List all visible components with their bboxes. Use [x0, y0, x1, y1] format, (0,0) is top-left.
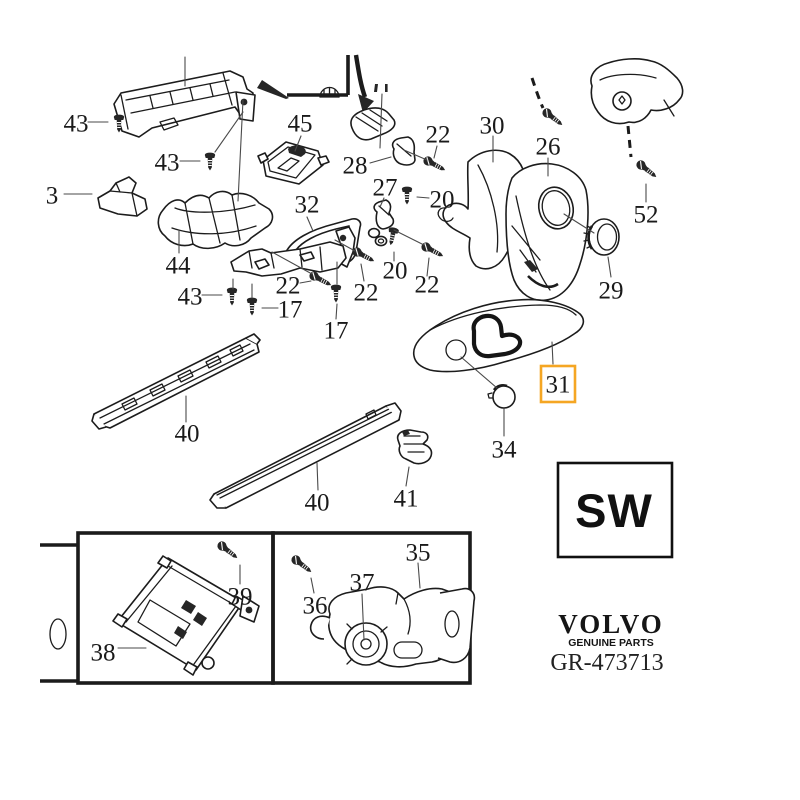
- callout-29[interactable]: 29: [599, 278, 624, 305]
- bolt-17-a: [246, 297, 258, 316]
- rail-40-a: [91, 333, 261, 430]
- leader-35: [417, 562, 421, 589]
- callout-17-a[interactable]: 17: [278, 297, 303, 324]
- callout-43-b[interactable]: 43: [155, 150, 180, 177]
- leader-37: [361, 593, 365, 641]
- callout-3[interactable]: 3: [46, 183, 59, 210]
- callout-22-b[interactable]: 22: [276, 273, 301, 300]
- callout-22-d[interactable]: 22: [354, 280, 379, 307]
- callout-45[interactable]: 45: [288, 111, 313, 138]
- callout-40-b[interactable]: 40: [305, 490, 330, 517]
- callout-32[interactable]: 32: [295, 192, 320, 219]
- assembly-axis-52: [626, 125, 633, 158]
- callout-31[interactable]: 31: [546, 372, 571, 399]
- part-44: [157, 190, 274, 250]
- leader-lines: [63, 56, 647, 491]
- callout-43-c[interactable]: 43: [178, 284, 203, 311]
- highlight-box-31[interactable]: [539, 364, 577, 404]
- screw-39: [214, 538, 241, 563]
- callout-30[interactable]: 30: [480, 113, 505, 140]
- brand-block: VOLVO GENUINE PARTS GR-473713: [550, 609, 663, 676]
- screw-36: [288, 552, 315, 577]
- part-34: [487, 383, 516, 409]
- drawing-number: GR-473713: [550, 650, 663, 676]
- inset-box-partial-left: [40, 543, 78, 683]
- part-35: [309, 586, 476, 668]
- callout-39[interactable]: 39: [228, 584, 253, 611]
- callout-41[interactable]: 41: [394, 486, 419, 513]
- screw-icon: [319, 86, 340, 98]
- callout-38[interactable]: 38: [91, 640, 116, 667]
- inset-arrow-left: [257, 80, 289, 99]
- screw-43-c: [226, 287, 238, 306]
- screw-43-b: [204, 152, 216, 171]
- callout-35[interactable]: 35: [406, 540, 431, 567]
- part-top-right: [590, 58, 684, 125]
- callout-28[interactable]: 28: [343, 153, 368, 180]
- part-31[interactable]: [412, 298, 585, 373]
- inset-arrow-right: [358, 94, 374, 113]
- callout-37[interactable]: 37: [350, 570, 375, 597]
- side-marker: SW: [556, 461, 674, 559]
- callout-44[interactable]: 44: [166, 253, 192, 280]
- assembly-axis-26: [530, 77, 545, 109]
- part-38: [112, 555, 260, 676]
- callout-52[interactable]: 52: [634, 202, 659, 229]
- part-bracket-3: [97, 176, 148, 217]
- screw-22-c: [419, 240, 446, 261]
- callout-27[interactable]: 27: [373, 175, 398, 202]
- brand-logo: VOLVO: [558, 609, 663, 639]
- part-45: [257, 141, 330, 185]
- callout-20-a[interactable]: 20: [430, 187, 455, 214]
- callout-36[interactable]: 36: [303, 593, 328, 620]
- callout-34[interactable]: 34: [492, 437, 518, 464]
- bolt-20-a: [401, 186, 413, 205]
- part-41: [396, 429, 433, 465]
- leader-36: [310, 577, 315, 594]
- callout-20-b[interactable]: 20: [383, 258, 408, 285]
- bolt-17-b: [330, 284, 342, 303]
- brand-tagline: GENUINE PARTS: [568, 637, 654, 649]
- screw-52: [633, 157, 660, 182]
- callout-26[interactable]: 26: [536, 134, 561, 161]
- part-29: [583, 218, 620, 256]
- part-26: [505, 162, 589, 302]
- callout-22-c[interactable]: 22: [415, 272, 440, 299]
- part-28: [350, 107, 416, 166]
- screw-22-d: [350, 245, 377, 266]
- side-marker-label: SW: [575, 484, 653, 537]
- callout-17-b[interactable]: 17: [324, 318, 349, 345]
- switch-cutout: [471, 313, 523, 359]
- part-27: [367, 199, 400, 247]
- inset-box: [257, 54, 388, 113]
- callout-22-a[interactable]: 22: [426, 122, 451, 149]
- side-marker-box: [556, 461, 674, 559]
- callout-40-a[interactable]: 40: [175, 421, 200, 448]
- clipped-callout: [374, 84, 388, 92]
- part-bracket-arm: [230, 241, 347, 277]
- rail-40-b: [209, 402, 402, 509]
- part-crossmember: [113, 70, 256, 138]
- screw-26: [539, 105, 566, 130]
- callout-43-a[interactable]: 43: [64, 111, 89, 138]
